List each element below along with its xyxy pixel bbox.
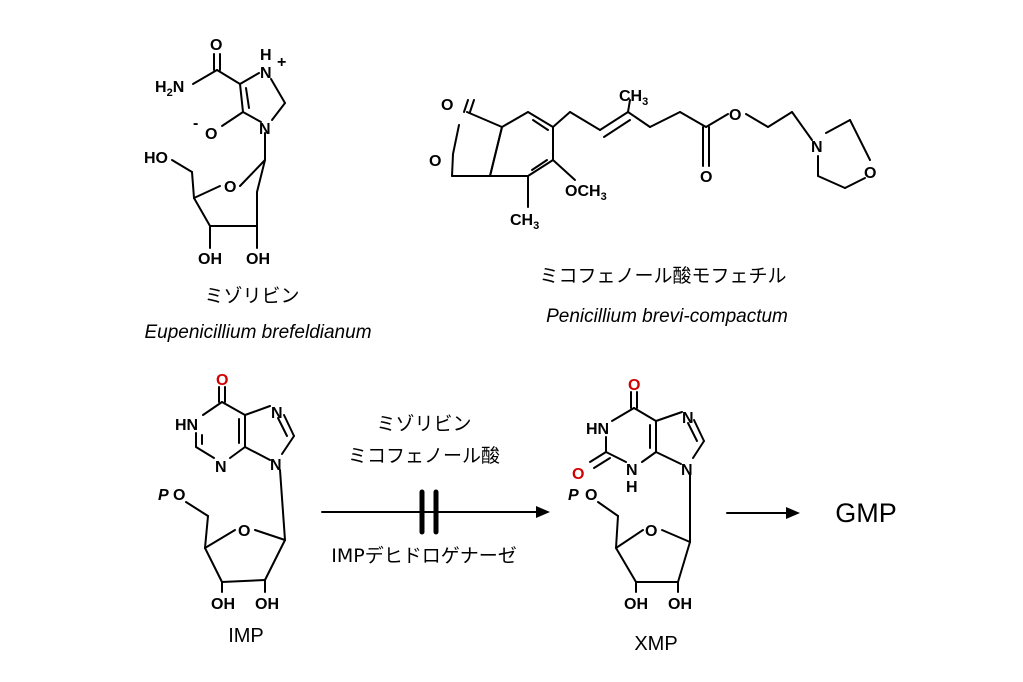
atom-n: N <box>215 459 227 476</box>
atom-och3: OCH3 <box>565 183 607 203</box>
charge-plus: + <box>277 54 286 71</box>
atom-hn: HN <box>175 417 198 434</box>
atom-o: O <box>210 37 222 54</box>
atom-o-ester-carbonyl: O <box>700 169 712 186</box>
enzyme-label: IMPデヒドロゲナーゼ <box>331 545 516 567</box>
atom-n-morpholine: N <box>811 139 823 156</box>
atom-oh: OH <box>255 596 279 613</box>
atom-p: P <box>568 487 579 504</box>
mmf-source: Penicillium brevi-compactum <box>546 306 788 327</box>
atom-o-lactone-carbonyl: O <box>441 97 453 114</box>
atom-o-lactone: O <box>429 153 441 170</box>
reaction-arrow <box>321 489 550 535</box>
atom-o5: O <box>585 487 597 504</box>
mizoribine-structure: O H2N H N + N - O HO O OH OH <box>144 37 286 268</box>
atom-ho: HO <box>144 150 168 167</box>
xmp-structure: O HN O N H N N P O O OH OH <box>568 377 705 613</box>
atom-n-ring: N <box>259 121 271 138</box>
atom-o-red: O <box>628 377 640 394</box>
atom-o-morpholine: O <box>864 165 876 182</box>
mizoribine-name: ミゾリビン <box>204 285 299 307</box>
atom-ch3: CH3 <box>510 212 539 232</box>
product-arrow <box>726 507 800 519</box>
atom-o-ester: O <box>729 107 741 124</box>
atom-n9: N <box>270 457 282 474</box>
charge-minus: - <box>193 115 198 132</box>
atom-n: N <box>271 405 283 422</box>
atom-hn: HN <box>586 421 609 438</box>
atom-h2n: H2N <box>155 79 184 99</box>
atom-n: N <box>626 462 638 479</box>
atom-oh: OH <box>198 251 222 268</box>
atom-oh: OH <box>624 596 648 613</box>
atom-o-enolate: O <box>205 126 217 143</box>
atom-o-ring: O <box>224 179 236 196</box>
mmf-structure: O O CH3 OCH3 CH3 O O N O <box>429 88 876 232</box>
inhibitor-label: ミコフェノール酸 <box>348 445 500 467</box>
atom-o-ring: O <box>238 523 250 540</box>
atom-h: H <box>626 479 638 496</box>
imp-label: IMP <box>228 625 264 647</box>
atom-o-ring: O <box>645 523 657 540</box>
xmp-label: XMP <box>634 633 677 655</box>
atom-h: H <box>260 47 272 64</box>
atom-o-red: O <box>216 372 228 389</box>
imp-structure: O HN N N N P O O OH OH <box>158 372 295 613</box>
atom-n9: N <box>681 462 693 479</box>
atom-oh: OH <box>246 251 270 268</box>
atom-oh: OH <box>211 596 235 613</box>
atom-o5: O <box>173 487 185 504</box>
mizoribine-source: Eupenicillium brefeldianum <box>144 322 371 343</box>
atom-p: P <box>158 487 169 504</box>
atom-ch3: CH3 <box>619 88 648 108</box>
inhibitor-label: ミゾリビン <box>376 413 471 435</box>
gmp-label: GMP <box>835 498 897 528</box>
atom-oh: OH <box>668 596 692 613</box>
mmf-name: ミコフェノール酸モフェチル <box>539 265 786 287</box>
atom-n: N <box>682 410 694 427</box>
atom-n: N <box>260 65 272 82</box>
atom-o-red: O <box>572 466 584 483</box>
